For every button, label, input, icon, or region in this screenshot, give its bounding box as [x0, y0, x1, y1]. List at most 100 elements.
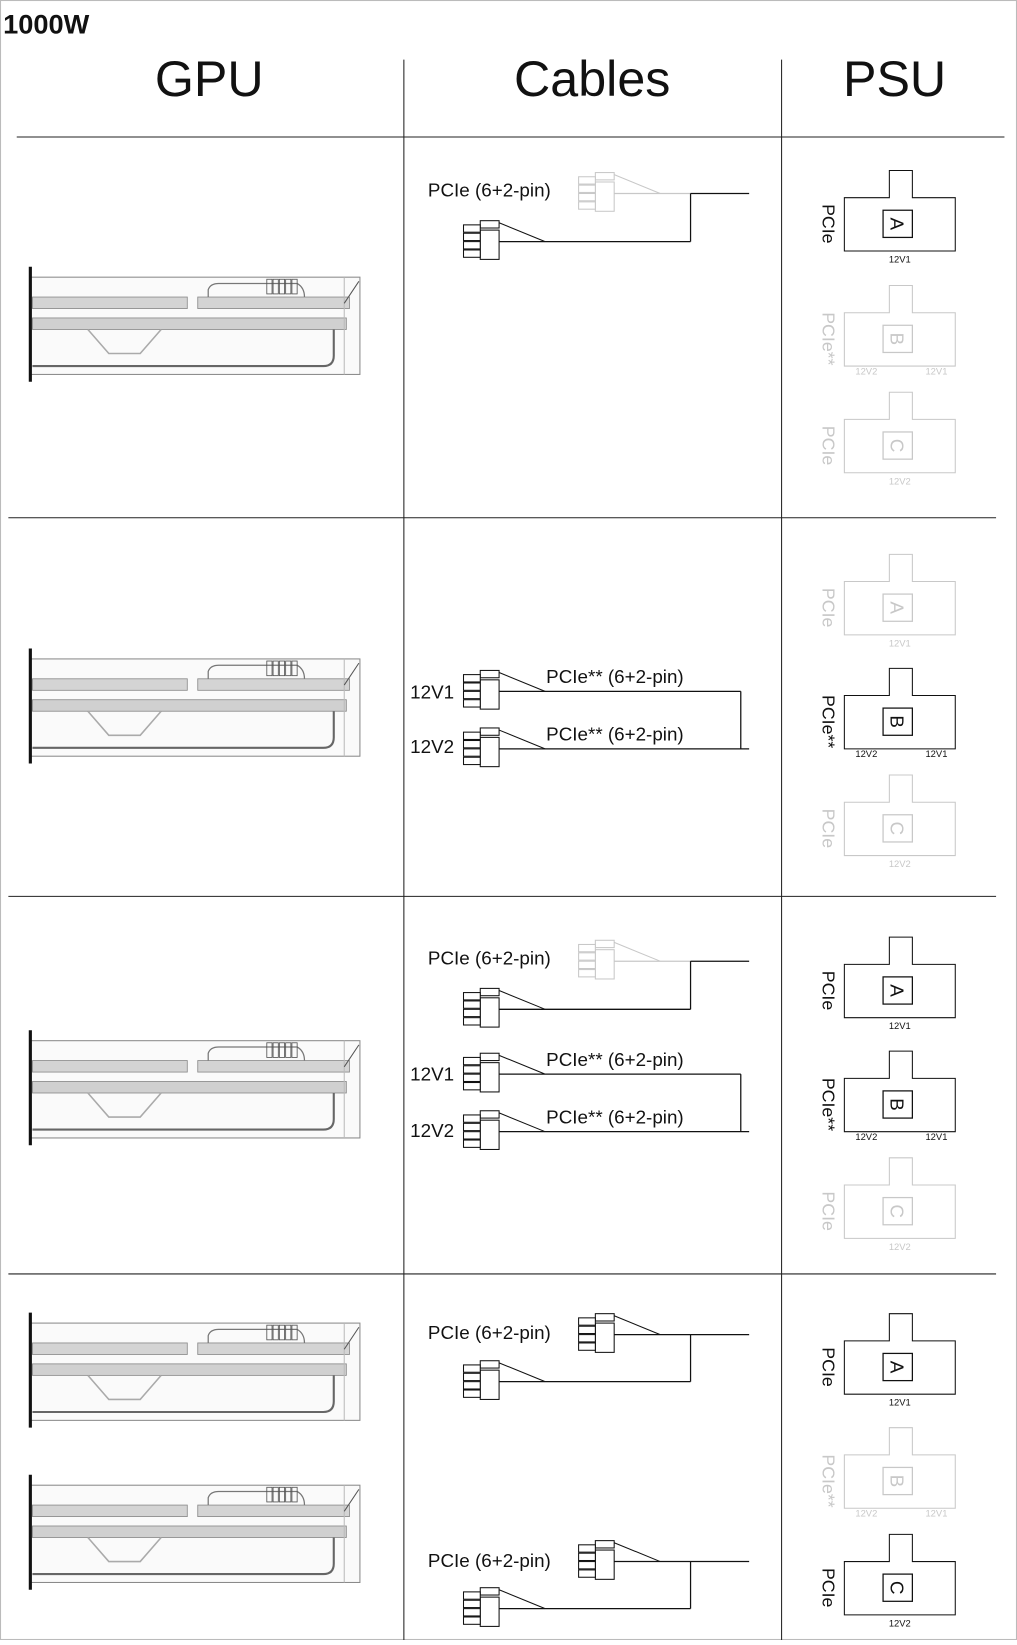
connector-pin: [578, 176, 596, 185]
psu-rail-label: 12V1: [925, 1131, 947, 1142]
psu-socket-id-box: [882, 1573, 913, 1602]
connector-pin: [462, 1364, 481, 1373]
connector-latch: [594, 939, 615, 949]
gpu-power-socket-pin: [266, 1324, 273, 1341]
gpu-card: [28, 1312, 361, 1428]
gpu-top-edge: [207, 1490, 306, 1506]
gpu-power-socket-pin: [278, 660, 286, 677]
connector-body: [479, 1596, 500, 1627]
psu-rail-label: 12V2: [855, 748, 877, 759]
header-cables: Cables: [514, 51, 670, 107]
connector-latch: [594, 1313, 615, 1322]
cable-rail-label: 12V2: [410, 736, 454, 757]
gpu-heatsink-band: [197, 1504, 350, 1517]
gpu-power-socket-pin: [285, 660, 292, 677]
psu-socket-type-label: PCIe: [818, 971, 838, 1011]
gpu-power-socket-pin: [272, 1486, 279, 1503]
connector-pin: [462, 1139, 481, 1148]
cable-wire: [498, 1589, 546, 1610]
psu-socket-id-box: [882, 593, 913, 622]
connector-latch: [479, 727, 500, 736]
gpu-power-socket-pin: [266, 1486, 273, 1503]
psu-socket-type-label: PCIe: [818, 588, 838, 628]
header-gpu: GPU: [155, 51, 264, 107]
psu-socket-id: B: [886, 333, 907, 346]
psu-rail-label: 12V2: [889, 858, 911, 869]
connector-pin: [462, 1114, 481, 1123]
cable-wire: [498, 1054, 546, 1075]
connector-pin: [578, 1552, 596, 1562]
gpu-card: [28, 1030, 361, 1146]
gpu-heatsink-band: [32, 1525, 347, 1538]
connector-pin: [462, 1591, 481, 1600]
config-row-3: PCIe (6+2-pin)PCIe** (6+2-pin)PCIe** (6+…: [28, 936, 956, 1252]
gpu-card: [28, 1474, 361, 1590]
connector-pin: [462, 1372, 481, 1382]
gpu-power-socket-pin: [272, 660, 279, 677]
cable-wire: [498, 1362, 546, 1383]
gpu-bottom-edge: [32, 1092, 335, 1131]
gpu-top-edge: [207, 282, 306, 298]
cable-set-split: PCIe (6+2-pin): [428, 1540, 750, 1627]
gpu-power-socket-pin: [291, 278, 298, 295]
psu-socket-id: C: [886, 822, 907, 836]
cable-rail-label: 12V1: [410, 1063, 454, 1084]
cable-label: PCIe (6+2-pin): [428, 947, 551, 968]
gpu-power-socket-pin: [278, 1042, 286, 1058]
connector-pin: [578, 1317, 596, 1326]
cable-label: PCIe (6+2-pin): [428, 1550, 551, 1571]
connector-pin: [578, 969, 596, 978]
connector-body: [594, 1549, 615, 1580]
connector-pin: [578, 184, 596, 193]
gpu-power-socket-pin: [291, 1486, 298, 1503]
connector-latch: [479, 1360, 500, 1369]
cable-label: PCIe (6+2-pin): [428, 1322, 551, 1343]
psu-rail-label: 12V1: [889, 1397, 911, 1408]
connector-latch: [594, 172, 615, 181]
connector-pin: [462, 739, 481, 749]
gpu-heatsink-band: [32, 678, 188, 691]
connector-body: [479, 679, 500, 710]
connector-pin: [462, 1082, 481, 1091]
gpu-shroud-notch: [87, 1374, 162, 1401]
connector-pin: [578, 960, 596, 970]
psu-rail-label: 12V2: [889, 1617, 911, 1628]
connector-body: [479, 1062, 500, 1093]
gpu-power-socket-pin: [272, 1324, 279, 1341]
cable-rail-label: 12V1: [410, 682, 454, 703]
connector-pin: [462, 241, 481, 250]
gpu-power-socket-pin: [291, 1042, 298, 1058]
psu-socket-id: A: [886, 1361, 907, 1374]
connector-pin: [578, 201, 596, 210]
pcie-connector: [462, 669, 741, 710]
psu-socket-type-label: PCIe**: [818, 1454, 838, 1507]
gpu-heatsink-band: [197, 1060, 350, 1073]
gpu-shroud-notch: [87, 710, 162, 737]
psu-socket-id: A: [886, 218, 907, 231]
connector-pin: [462, 1389, 481, 1398]
psu-socket-type-label: PCIe: [818, 426, 838, 466]
psu-rail-label: 12V1: [925, 365, 947, 376]
psu-socket-id: A: [886, 601, 907, 614]
connector-latch: [479, 1052, 500, 1062]
connector-pin: [462, 674, 481, 683]
cable-set-split: PCIe (6+2-pin): [428, 172, 750, 260]
gpu-heatsink-band: [197, 296, 350, 309]
gpu-heatsink-band: [32, 1060, 188, 1073]
pcie-connector: [578, 1313, 691, 1353]
cable-wire: [498, 222, 546, 243]
pcie-connector: [462, 1110, 750, 1150]
connector-pin: [462, 1056, 481, 1066]
connector-pin: [462, 690, 481, 700]
connector-pin: [578, 1334, 596, 1343]
psu-socket-type-label: PCIe**: [818, 312, 838, 365]
connector-pin: [462, 1131, 481, 1140]
psu-socket-id-box: [882, 1352, 913, 1382]
connector-body: [594, 1322, 615, 1353]
